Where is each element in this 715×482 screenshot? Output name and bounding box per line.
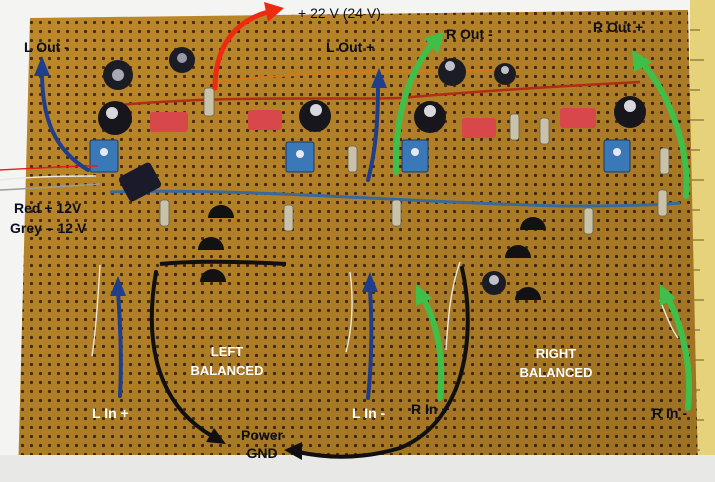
r-out-minus-label: R Out - xyxy=(446,26,493,42)
l-out-plus-label: L Out + xyxy=(326,39,375,55)
red-12v-label: Red + 12V xyxy=(14,200,82,216)
l-in-plus-label: L In + xyxy=(92,405,129,421)
l-out-minus-label: L Out - xyxy=(24,39,69,55)
left-balanced-label-1: LEFT xyxy=(210,344,244,359)
capacitor-group xyxy=(98,47,646,295)
transistors xyxy=(198,205,546,300)
power-gnd-label-1: Power xyxy=(240,427,283,443)
right-balanced-label-1: RIGHT xyxy=(535,346,577,361)
film-capacitors xyxy=(150,108,596,138)
supply-voltage-label: + 22 V (24 V) xyxy=(298,5,381,21)
right-balanced-label-2: BALANCED xyxy=(519,365,593,380)
r-out-plus-label: R Out + xyxy=(593,19,644,35)
r-in-plus-label: R In + xyxy=(411,401,450,417)
r-in-minus-label: R In - xyxy=(652,405,687,421)
power-gnd-label-2: GND xyxy=(246,445,278,461)
left-balanced-label-2: BALANCED xyxy=(190,363,264,378)
resistors xyxy=(159,87,670,235)
grey-12v-label: Grey – 12 V xyxy=(10,220,87,236)
l-in-minus-label: L In - xyxy=(352,405,386,421)
